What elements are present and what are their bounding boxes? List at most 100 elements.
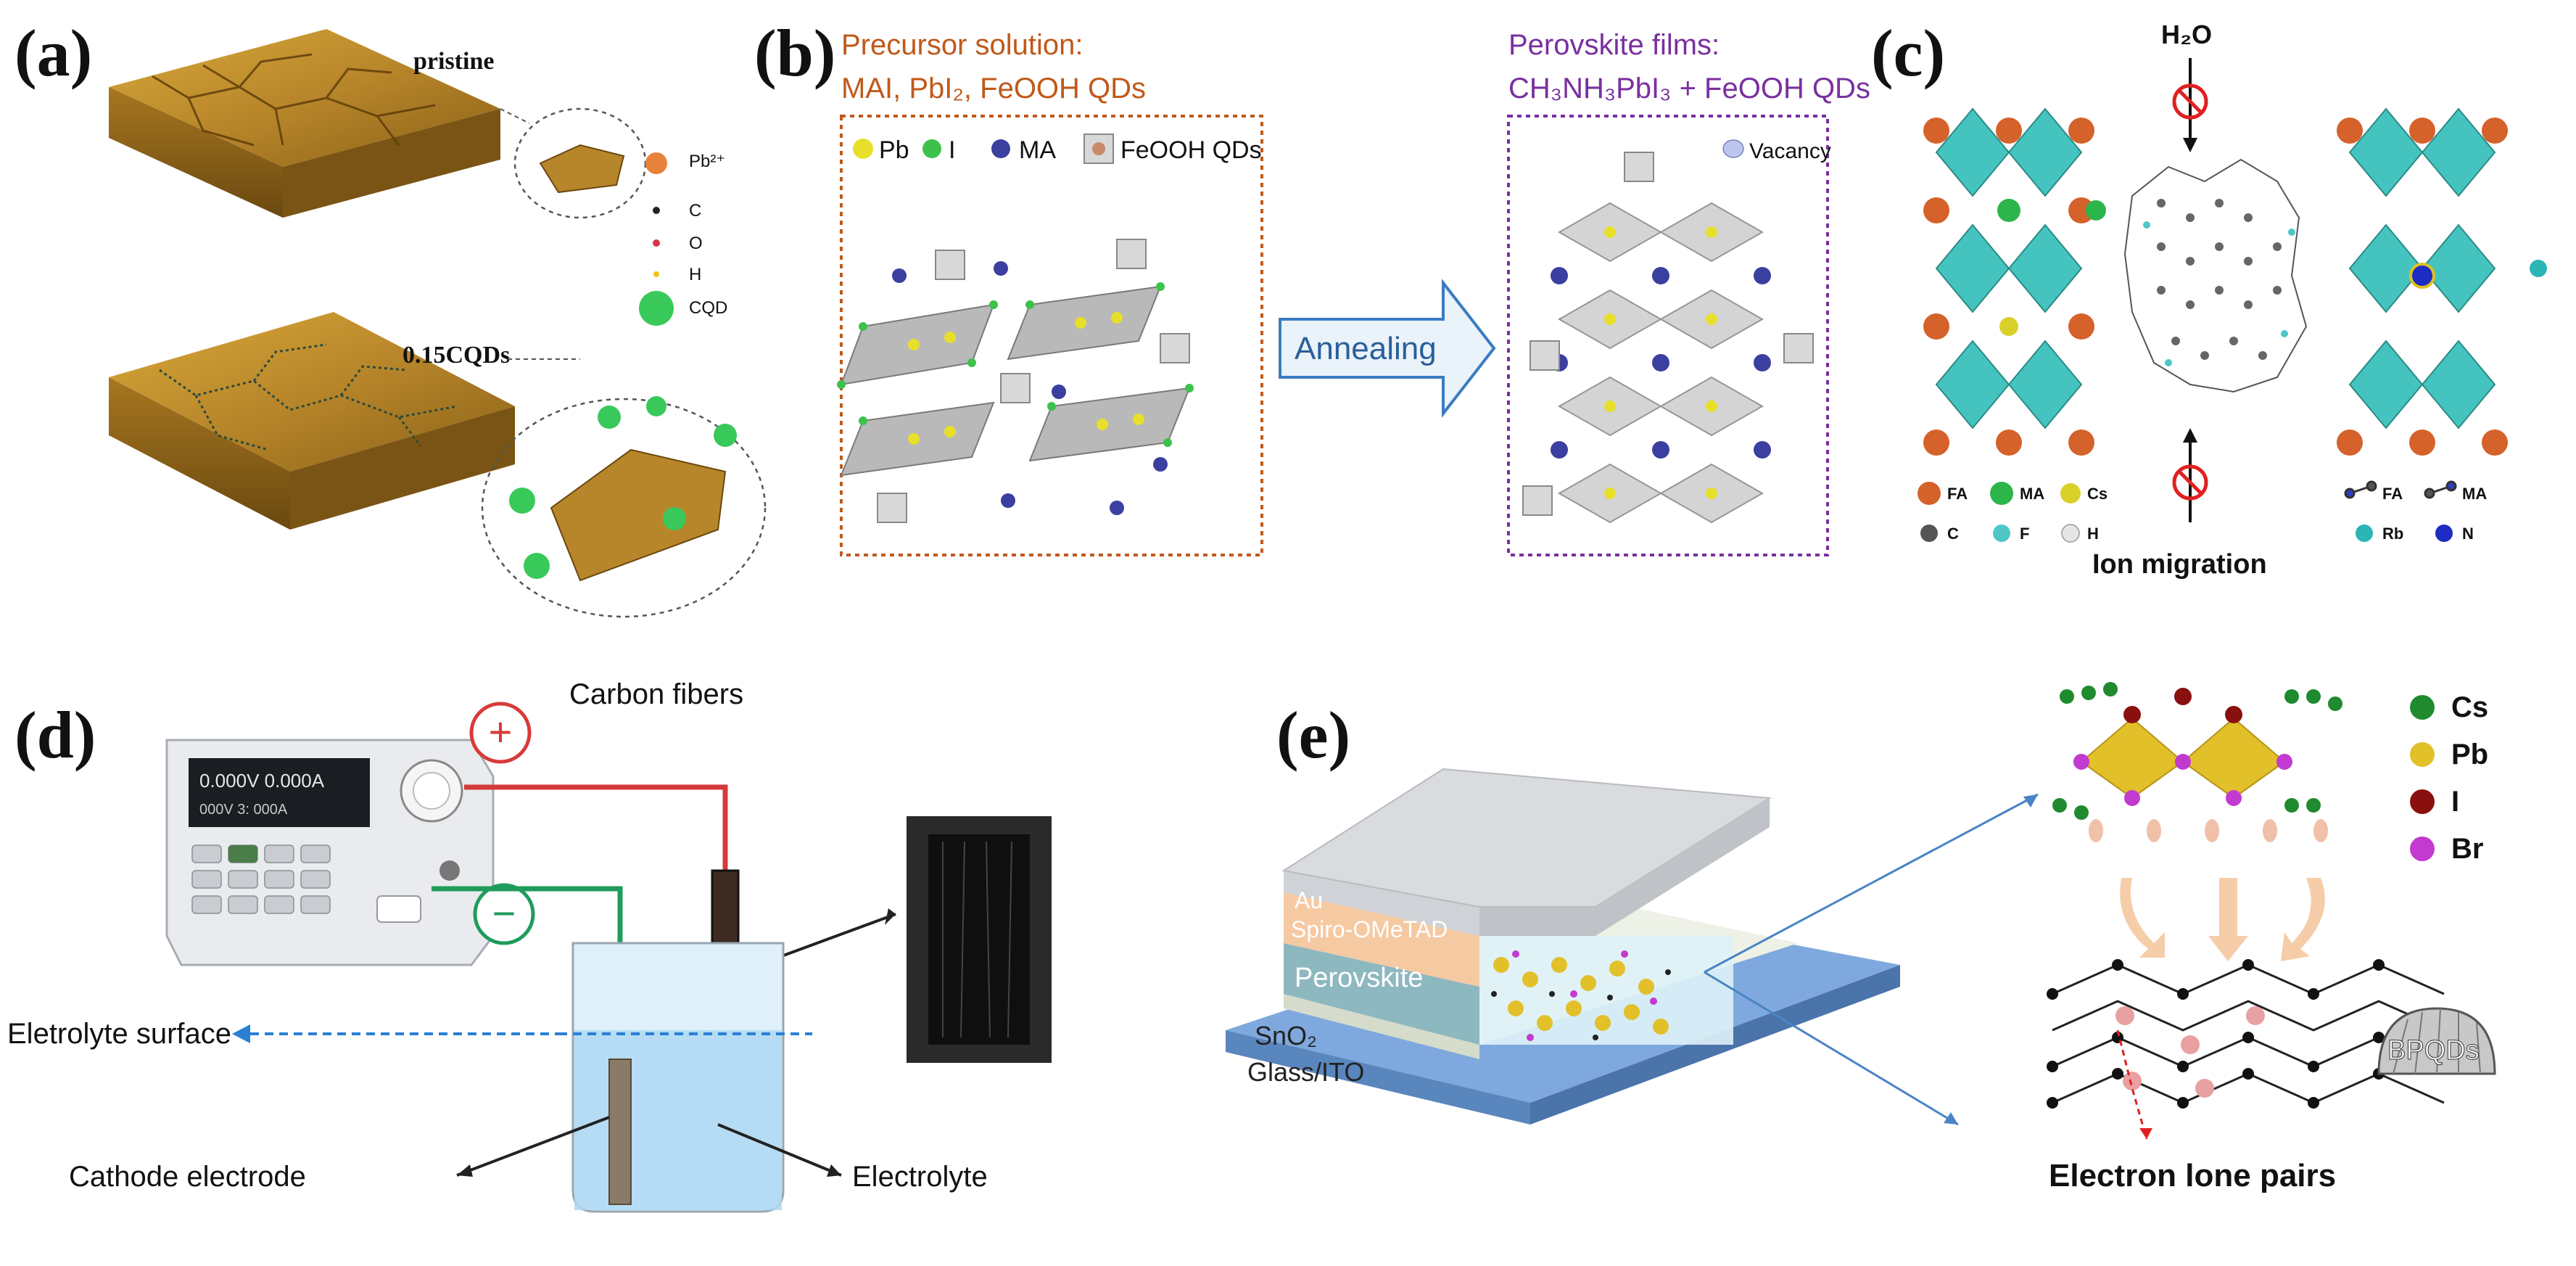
legend-h-label: H bbox=[689, 265, 701, 284]
h2o-blocked-icon bbox=[2172, 58, 2208, 152]
legend-cqd-ball bbox=[639, 291, 674, 326]
panel-b-legend: Pb I MA FeOOH QDs bbox=[853, 133, 1262, 164]
legend-fa-ball bbox=[1917, 482, 1941, 505]
perovskite-title-2: CH₃NH₃PbI₃ + FeOOH QDs bbox=[1508, 73, 1870, 104]
legend-pb-ball bbox=[645, 152, 667, 174]
panel-d-figure: 0.000V 0.000A 000V 3: 000A + − Carbon fi… bbox=[7, 678, 1052, 1213]
pristine-caption: pristine bbox=[413, 48, 494, 75]
beaker bbox=[571, 942, 785, 1213]
legend-i-dot bbox=[922, 139, 941, 158]
legend-cs-ball bbox=[2060, 483, 2081, 503]
layer-au: Au bbox=[1295, 887, 1323, 913]
legend-feooh-text: FeOOH QDs bbox=[1120, 136, 1262, 164]
layer-sno2: SnO₂ bbox=[1255, 1021, 1317, 1051]
panel-c-label: (c) bbox=[1871, 16, 1946, 90]
cathode-electrode-label: Cathode electrode bbox=[69, 1161, 306, 1193]
cspbi-octahedra bbox=[2052, 682, 2342, 842]
electrolyte-label: Electrolyte bbox=[852, 1161, 988, 1193]
panel-d-label: (d) bbox=[15, 698, 96, 772]
layer-spiro: Spiro-OMeTAD bbox=[1291, 916, 1448, 942]
legend-n-ball bbox=[2435, 525, 2453, 542]
legend-h-text-c: H bbox=[2087, 525, 2099, 543]
annealing-text: Annealing bbox=[1295, 331, 1437, 366]
legend-ma-text-c: MA bbox=[2020, 485, 2044, 503]
legend-cs-ball-e bbox=[2410, 695, 2435, 720]
legend-ma-text: MA bbox=[1019, 136, 1056, 164]
vacancy-text: Vacancy bbox=[1749, 139, 1831, 163]
legend-pb-dot bbox=[853, 139, 873, 159]
legend-n-text: N bbox=[2462, 525, 2474, 543]
legend-pb-text: Pb bbox=[879, 136, 909, 164]
legend-cqd-label: CQD bbox=[689, 298, 727, 318]
legend-rb-ball bbox=[2356, 525, 2373, 542]
h2o-label: H₂O bbox=[2161, 20, 2212, 49]
bpqds-dome: BPQDs bbox=[2377, 1007, 2496, 1075]
power-supply-display bbox=[189, 758, 370, 827]
positive-terminal-badge bbox=[469, 702, 532, 764]
cathode-electrode bbox=[608, 1059, 632, 1205]
ma-molecule-icon bbox=[2424, 480, 2457, 499]
legend-pb-label: Pb²⁺ bbox=[689, 152, 725, 171]
legend-ma-molecule-text: MA bbox=[2462, 485, 2487, 503]
panel-a-legend: Pb²⁺ C O H CQD bbox=[639, 152, 727, 326]
panel-e-legend: Cs Pb I Br bbox=[2410, 691, 2488, 865]
legend-o-dot bbox=[653, 239, 660, 247]
fa-molecule-icon bbox=[2344, 480, 2377, 499]
legend-ma-dot bbox=[991, 139, 1010, 158]
precursor-title-1: Precursor solution: bbox=[841, 29, 1083, 61]
legend-fa-text: FA bbox=[1947, 485, 1968, 503]
panel-e: (e) Au Spiro-OMeTAD Perovskite SnO₂ Glas… bbox=[1189, 653, 2576, 1262]
carbon-fibers-label: Carbon fibers bbox=[569, 678, 743, 710]
legend-c-dot bbox=[653, 207, 660, 214]
perovskite-box bbox=[1507, 115, 1829, 556]
legend-i-ball-e bbox=[2410, 789, 2435, 814]
legend-c-ball bbox=[1920, 525, 1938, 542]
cqd-film bbox=[109, 312, 515, 530]
display-top: 0.000V 0.000A bbox=[199, 770, 325, 792]
panel-b: (b) Precursor solution: MAI, PbI₂, FeOOH… bbox=[754, 0, 1870, 624]
annealing-arrow: Annealing bbox=[1279, 279, 1496, 418]
legend-c-label: C bbox=[689, 201, 701, 221]
plus-sign: + bbox=[489, 709, 513, 755]
red-wire bbox=[464, 784, 728, 871]
ion-migration-label: Ion migration bbox=[2092, 549, 2267, 580]
panel-a-figure: pristine Pb²⁺ C O H CQD bbox=[109, 29, 767, 618]
bpqds-label: BPQDs bbox=[2387, 1035, 2480, 1066]
minus-sign: − bbox=[492, 890, 516, 936]
panel-e-label: (e) bbox=[1276, 698, 1351, 772]
panel-e-figure: Au Spiro-OMeTAD Perovskite SnO₂ Glass/IT… bbox=[1226, 682, 2496, 1193]
cqd-caption: 0.15CQDs bbox=[402, 342, 510, 369]
electron-lone-pairs-label: Electron lone pairs bbox=[2049, 1158, 2336, 1193]
legend-i-text: I bbox=[949, 136, 955, 164]
legend-rb-text: Rb bbox=[2382, 525, 2403, 543]
legend-c-text: C bbox=[1947, 525, 1959, 543]
electrolyte-surface-label: Eletrolyte surface bbox=[7, 1018, 231, 1050]
precursor-title-2: MAI, PbI₂, FeOOH QDs bbox=[841, 73, 1146, 104]
legend-pb-ball-e bbox=[2410, 742, 2435, 767]
legend-f-text: F bbox=[2020, 525, 2029, 543]
legend-fa-molecule-text: FA bbox=[2382, 485, 2403, 503]
legend-cs-text-e: Cs bbox=[2451, 691, 2488, 723]
display-bottom: 000V 3: 000A bbox=[199, 802, 288, 818]
vacancy-icon bbox=[1722, 139, 1744, 158]
panel-a-label: (a) bbox=[15, 16, 93, 90]
legend-ma-ball bbox=[1990, 482, 2013, 505]
precursor-box bbox=[840, 115, 1263, 556]
legend-cs-text: Cs bbox=[2087, 485, 2108, 503]
panel-b-figure: Precursor solution: MAI, PbI₂, FeOOH QDs… bbox=[837, 29, 1870, 556]
panel-c-legend-left: FA MA Cs C F H bbox=[1917, 482, 2108, 543]
legend-h-ball bbox=[2061, 524, 2080, 543]
layer-perovskite: Perovskite bbox=[1295, 963, 1423, 993]
panel-c-figure: H₂O bbox=[1917, 20, 2547, 580]
legend-h-dot bbox=[653, 271, 659, 277]
legend-pb-text-e: Pb bbox=[2451, 739, 2488, 770]
layer-glass: Glass/ITO bbox=[1247, 1057, 1364, 1087]
legend-br-text-e: Br bbox=[2451, 833, 2483, 865]
cqd-zoom-circle bbox=[481, 398, 767, 618]
pristine-film bbox=[109, 29, 500, 218]
panel-a: (a) pristine bbox=[0, 0, 767, 624]
legend-o-label: O bbox=[689, 234, 703, 253]
negative-terminal-badge bbox=[473, 883, 535, 945]
legend-i-text-e: I bbox=[2451, 786, 2459, 818]
power-supply: 0.000V 0.000A 000V 3: 000A bbox=[165, 739, 495, 966]
